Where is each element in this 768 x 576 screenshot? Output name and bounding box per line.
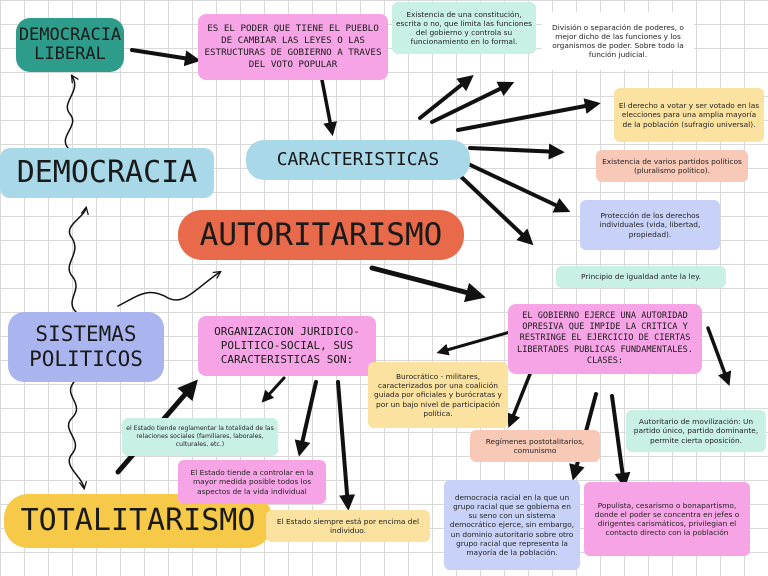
arrow-car-division [430,81,515,124]
arrow-autoridad-burocratico [436,330,512,356]
arrow-car-voto [456,98,601,132]
arrow-sistemas-to-autoritarismo [117,272,220,307]
definicion-node: ES EL PODER QUE TIENE EL PUEBLO DE CAMBI… [198,14,388,80]
autoritarismo-node: AUTORITARISMO [178,210,464,260]
arrow-car-constitucion [418,75,474,120]
arrow-autoridad-postotalitarios [507,372,532,428]
note-partidos: Existencia de varios partidos políticos … [596,150,748,182]
note-burocratico: Burocrático - militares, caracterizados … [368,362,508,428]
note-democracia-racial: democracia racial en la que un grupo rac… [444,480,580,570]
caracteristicas-node: CARACTERISTICAS [246,140,470,180]
arrow-sistemas-to-totalitarismo [67,381,84,488]
arrow-liberal-to-definicion [130,48,201,67]
democracia-liberal-node: DEMOCRACIA LIBERAL [16,18,124,72]
note-igualdad: Principio de igualdad ante la ley. [556,266,726,288]
arrow-org-reglamentar [261,376,286,403]
arrow-car-partidos [468,143,565,160]
arrow-org-encima [336,380,356,511]
sistemas-politicos-node: SISTEMAS POLITICOS [8,312,164,382]
arrow-definicion-to-caracteristicas [320,78,338,137]
note-movilizacion: Autoritario de movilización: Un partido … [626,410,766,452]
arrow-sistemas-to-democracia [68,208,86,313]
note-division-poderes: División o separación de poderes, o mejo… [542,12,694,70]
note-controlar: El Estado tiende a controlar en la mayor… [178,460,326,504]
note-derechos: Protección de los derechos individuales … [580,200,720,250]
note-derecho-votar: El derecho a votar y ser votado en las e… [614,88,764,142]
arrow-autoridad-populista [610,394,631,489]
arrow-autoritarismo-to-autoridad [369,265,486,303]
note-constitucion: Existencia de una constitución, escrita … [392,2,536,54]
note-postotalitarios: Regímenes postotalitarios, comunismo [470,430,600,462]
autoridad-node: EL GOBIERNO EJERCE UNA AUTORIDAD OPRESIV… [508,304,702,374]
democracia-node: DEMOCRACIA [0,148,214,198]
note-populista: Populista, cesarismo o bonapartismo, don… [584,482,750,556]
arrow-car-derechos [462,160,571,213]
note-reglamentar: el Estado tiende reglamentar la totalida… [122,418,278,456]
note-encima: El Estado siempre está por encima del in… [266,510,430,542]
arrow-democracia-to-liberal [64,76,74,149]
arrow-car-igualdad [452,168,534,246]
organizacion-node: ORGANIZACION JURIDICO-POLITICO-SOCIAL, S… [198,316,376,376]
arrow-org-controlar [294,380,318,457]
arrow-autoridad-movilizacion [706,326,732,386]
